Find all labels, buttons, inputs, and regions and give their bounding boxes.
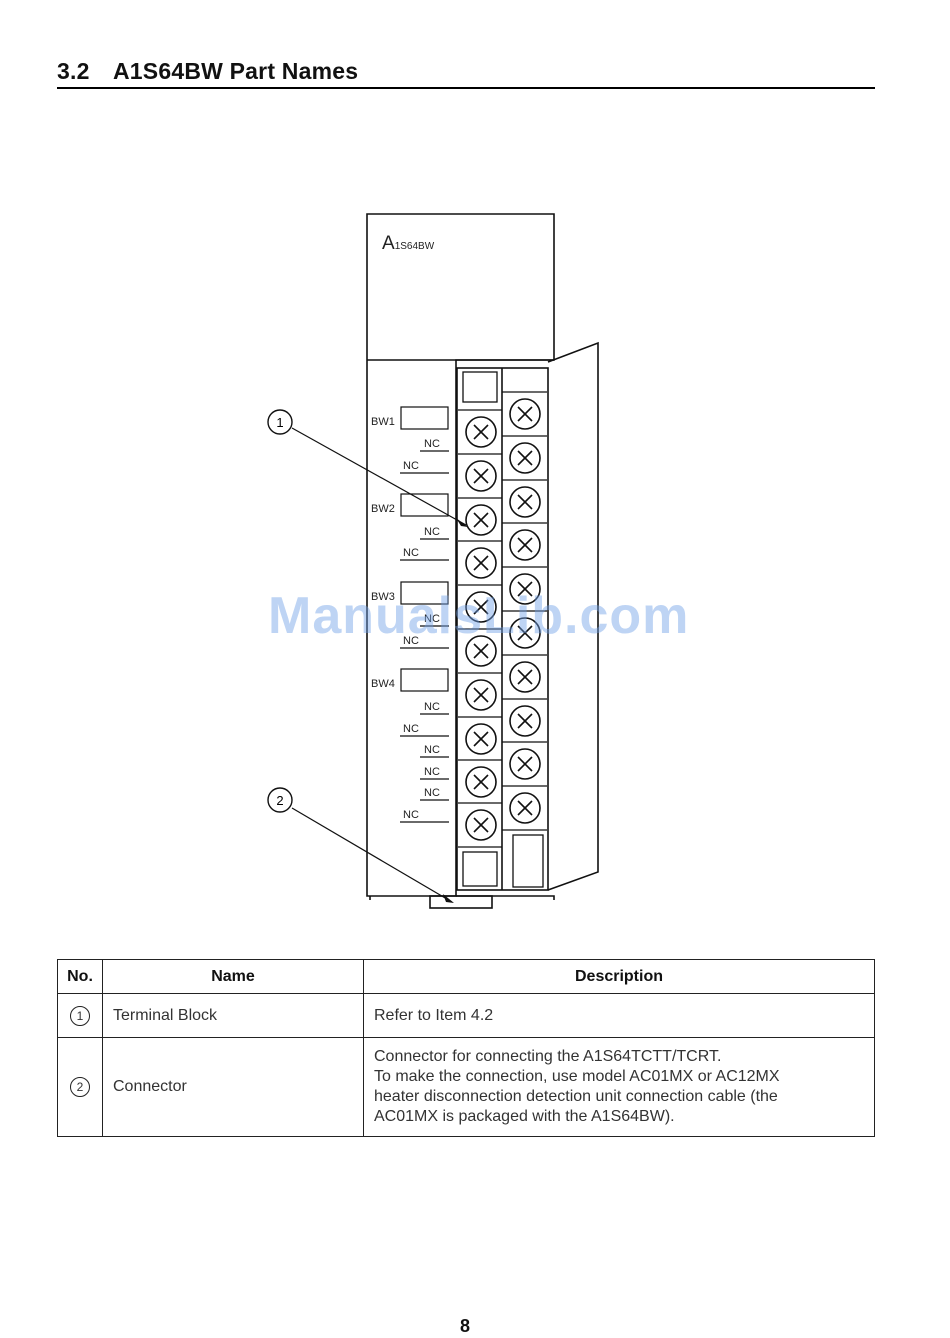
screw-slot — [473, 424, 489, 440]
callout-2-circle — [267, 787, 293, 813]
sensor-label: BW1 — [371, 416, 395, 428]
nc-label: NC — [424, 526, 440, 538]
nc-label: NC — [403, 809, 419, 821]
nc-label: NC — [424, 744, 440, 756]
sensor-label-box — [400, 493, 449, 517]
nc-label: NC — [403, 460, 419, 472]
nc-label: NC — [424, 701, 440, 713]
section-number: 3.2 — [57, 58, 90, 84]
screw-slot — [473, 687, 489, 703]
screw-slot — [473, 599, 489, 615]
nc-label: NC — [424, 787, 440, 799]
sensor-label-box — [400, 406, 449, 430]
row-description: Connector for connecting the A1S64TCTT/T… — [363, 1037, 875, 1137]
screw-slot — [473, 468, 489, 484]
callout-1-circle — [267, 409, 293, 435]
connector-body — [429, 895, 493, 909]
callout-2-number: 2 — [276, 793, 283, 808]
table-header-row: No. Name Description — [57, 959, 875, 994]
terminal-blank-slot — [462, 371, 498, 403]
sensor-label-box — [400, 668, 449, 692]
part-names-table: No. Name Description 1 Terminal Block Re… — [57, 959, 875, 1137]
screw-slot — [517, 406, 533, 422]
header-no: No. — [57, 959, 103, 994]
screw-slot — [517, 669, 533, 685]
terminal-cover — [547, 341, 599, 891]
nc-label: NC — [424, 438, 440, 450]
screw-slot — [473, 555, 489, 571]
screw-slot — [517, 450, 533, 466]
row-number-cell: 2 — [57, 1037, 103, 1137]
callout-1-leader — [291, 427, 467, 526]
screw-slot — [517, 581, 533, 597]
row-name: Connector — [102, 1037, 364, 1137]
screw-slot — [473, 817, 489, 833]
callout-1-number: 1 — [276, 415, 283, 430]
row-description: Refer to Item 4.2 — [363, 993, 875, 1038]
terminal-blank-slot — [462, 851, 498, 887]
screw-slot — [473, 512, 489, 528]
nc-label: NC — [424, 766, 440, 778]
module-label: A1S64BW — [382, 233, 435, 254]
screw-slot — [473, 731, 489, 747]
callout-2-leader — [291, 807, 453, 903]
screw-slot — [517, 713, 533, 729]
nc-label: NC — [403, 547, 419, 559]
screw-slot — [517, 625, 533, 641]
page-number: 8 — [459, 1316, 470, 1336]
sensor-label: BW4 — [371, 678, 395, 690]
screw-slot — [517, 800, 533, 816]
header-description: Description — [363, 959, 875, 994]
section-heading: 3.2 A1S64BW Part Names — [57, 58, 875, 89]
row-number-cell: 1 — [57, 993, 103, 1038]
sensor-label: BW2 — [371, 503, 395, 515]
nc-label: NC — [424, 613, 440, 625]
terminal-blank-slot — [512, 834, 544, 888]
table-row: 2 Connector Connector for connecting the… — [57, 1037, 875, 1137]
screw-slot — [517, 537, 533, 553]
sensor-label-box — [400, 581, 449, 605]
screw-slot — [473, 774, 489, 790]
screw-slot — [517, 756, 533, 772]
sensor-label: BW3 — [371, 591, 395, 603]
screw-slot — [517, 494, 533, 510]
row-name: Terminal Block — [102, 993, 364, 1038]
header-name: Name — [102, 959, 364, 994]
row-number: 2 — [70, 1077, 90, 1097]
table-row: 1 Terminal Block Refer to Item 4.2 — [57, 993, 875, 1038]
nc-label: NC — [403, 723, 419, 735]
row-number: 1 — [70, 1005, 90, 1026]
screw-slot — [473, 643, 489, 659]
section-title: A1S64BW Part Names — [113, 58, 359, 84]
nc-label: NC — [403, 635, 419, 647]
